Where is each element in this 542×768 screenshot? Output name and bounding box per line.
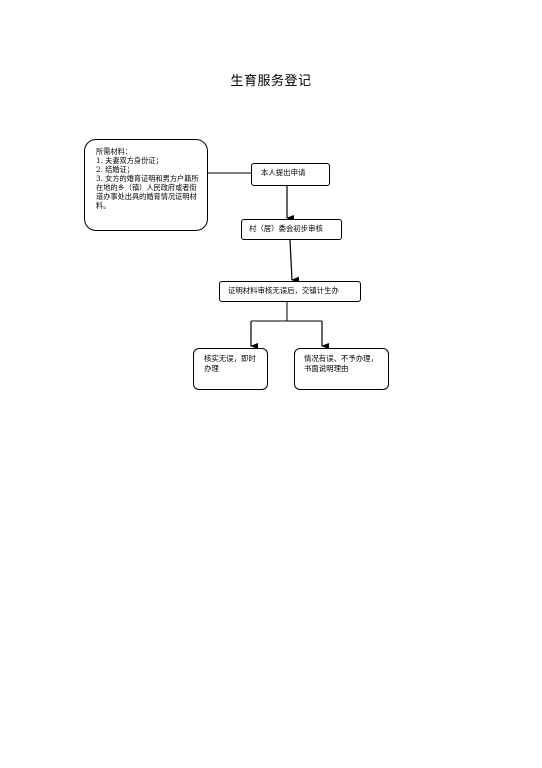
materials-item: 3. 女方的婚育证明和男方户籍所在地的乡（镇）人民政府或者街道办事处出具的婚育情… <box>96 174 199 210</box>
flow-node-document-review: 证明材料审核无误后，交镇计生办 <box>219 281 361 302</box>
flow-node-approved: 核实无误，即时办理 <box>193 348 268 390</box>
materials-item: 2. 结婚证； <box>96 165 134 174</box>
materials-heading: 所需材料： <box>96 147 132 156</box>
flow-node-village-review: 村（居）委会初步审核 <box>241 219 342 240</box>
flow-node-rejected: 情况有误、不予办理，书面说明理由 <box>294 348 389 390</box>
required-materials-box: 所需材料： 1. 夫妻双方身份证； 2. 结婚证； 3. 女方的婚育证明和男方户… <box>84 139 208 231</box>
page-title: 生育服务登记 <box>230 74 312 89</box>
flow-node-apply: 本人提出申请 <box>251 163 330 186</box>
arrow-village-review <box>289 239 300 283</box>
materials-item: 1. 夫妻双方身份证； <box>96 156 163 165</box>
